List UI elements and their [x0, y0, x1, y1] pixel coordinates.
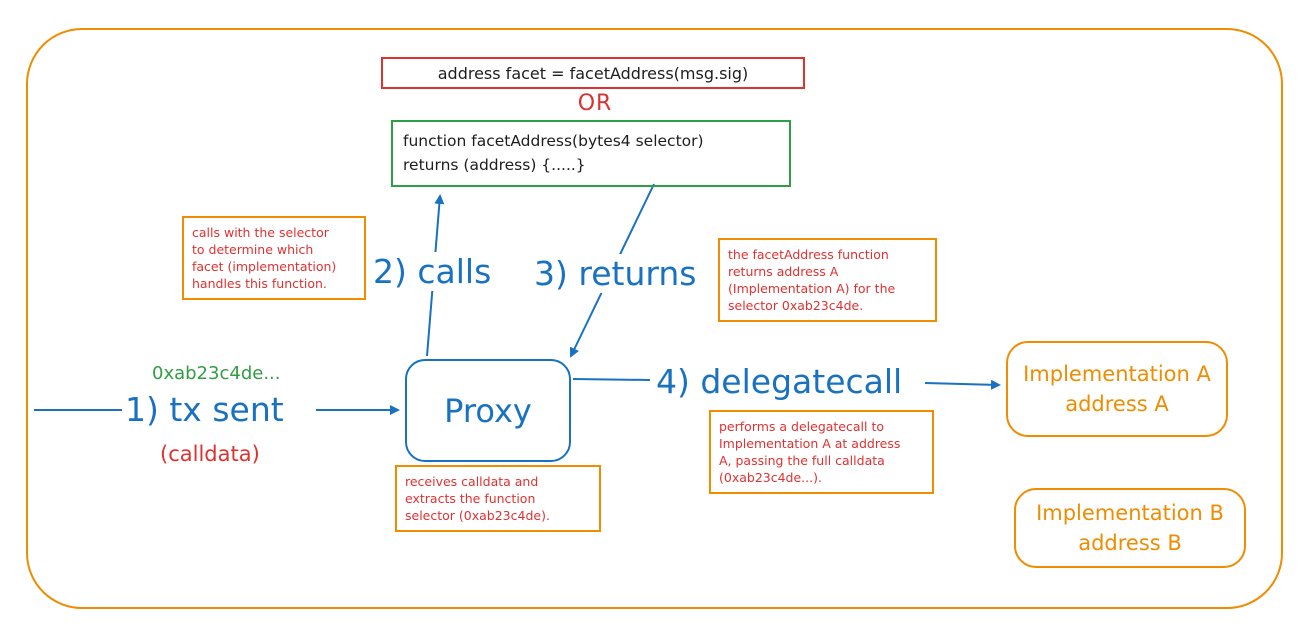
note-line: facet (implementation)	[192, 259, 337, 274]
implementation-b-node: Implementation B address B	[1014, 488, 1246, 568]
or-label: OR	[577, 91, 613, 116]
facet-address-function-box: function facetAddress(bytes4 selector) r…	[391, 120, 791, 187]
delegatecall-note: performs a delegatecall to Implementatio…	[709, 410, 934, 494]
proxy-node: Proxy	[405, 359, 571, 462]
delegate-line	[572, 378, 651, 381]
diagram-frame	[26, 28, 1283, 609]
note-line: A, passing the full calldata	[719, 453, 885, 468]
function-returns-line: returns (address) {.....}	[403, 156, 586, 174]
note-line: the facetAddress function	[728, 247, 889, 262]
implementation-b-name: Implementation B	[1036, 501, 1224, 525]
proxy-note: receives calldata and extracts the funct…	[395, 465, 601, 532]
note-line: returns address A	[728, 264, 839, 279]
note-line: selector (0xab23c4de).	[405, 508, 550, 523]
note-line: selector 0xab23c4de.	[728, 298, 864, 313]
note-line: Implementation A at address	[719, 436, 901, 451]
calldata-value: 0xab23c4de...	[152, 363, 281, 384]
function-signature-line: function facetAddress(bytes4 selector)	[403, 132, 704, 150]
note-line: calls with the selector	[192, 225, 329, 240]
step-tx-sent: 1) tx sent	[125, 390, 284, 429]
step-returns: 3) returns	[534, 254, 697, 293]
returns-note: the facetAddress function returns addres…	[718, 238, 937, 322]
note-line: to determine which	[192, 242, 314, 257]
implementation-a-name: Implementation A	[1023, 362, 1211, 386]
implementation-b-address: address B	[1078, 531, 1182, 555]
note-line: (0xab23c4de...).	[719, 470, 822, 485]
delegate-arrow	[924, 379, 1001, 390]
step-delegatecall: 4) delegatecall	[656, 362, 903, 401]
step-calls: 2) calls	[373, 252, 492, 291]
note-line: extracts the function	[405, 491, 536, 506]
facet-address-call-box: address facet = facetAddress(msg.sig)	[381, 57, 805, 89]
facet-address-call-code: address facet = facetAddress(msg.sig)	[437, 63, 749, 83]
calls-note: calls with the selector to determine whi…	[182, 216, 366, 300]
implementation-a-address: address A	[1065, 392, 1169, 416]
note-line: receives calldata and	[405, 474, 539, 489]
note-line: performs a delegatecall to	[719, 419, 885, 434]
note-line: (Implementation A) for the	[728, 281, 896, 296]
calldata-label: (calldata)	[160, 442, 260, 466]
note-line: handles this function.	[192, 276, 327, 291]
implementation-a-node: Implementation A address A	[1006, 341, 1228, 437]
proxy-label: Proxy	[444, 391, 532, 430]
